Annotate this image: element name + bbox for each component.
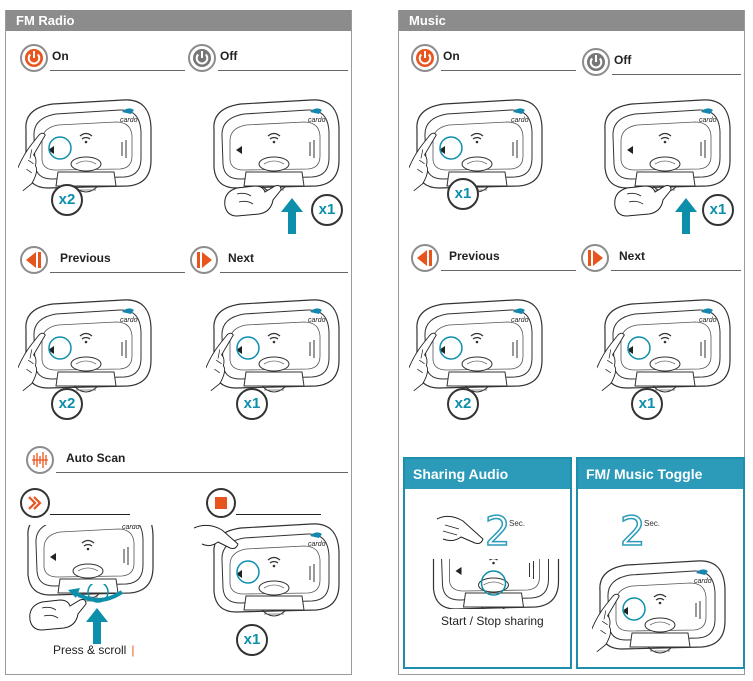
scan-stop-icon <box>206 488 236 518</box>
fm-music-toggle-title: FM/ Music Toggle <box>578 459 743 489</box>
fm-music-toggle-box: FM/ Music Toggle 2 Sec. <box>576 457 745 669</box>
cardo-device-illustration <box>206 299 340 393</box>
music-on-label: On <box>443 49 460 63</box>
next-icon <box>581 244 609 272</box>
cardo-device-illustration <box>18 299 152 393</box>
fm-next-control: Next <box>190 246 348 278</box>
music-previous-control: Previous <box>411 244 576 276</box>
press-count-badge: x1 <box>631 388 663 420</box>
press-count-badge: x1 <box>447 178 479 210</box>
power-icon <box>20 44 48 72</box>
hold-seconds-digit: 2 <box>484 508 511 556</box>
press-count-badge: x1 <box>702 194 734 226</box>
cardo-device-illustration <box>18 99 152 193</box>
music-next-label: Next <box>619 249 646 263</box>
music-next-control: Next <box>581 244 741 276</box>
fm-auto-scan-control: Auto Scan <box>26 446 348 478</box>
press-count-badge: x1 <box>236 388 268 420</box>
music-title: Music <box>399 10 744 31</box>
fm-on-label: On <box>52 49 69 63</box>
scroll-arrow-icon <box>68 584 124 603</box>
scan-icon <box>26 446 54 474</box>
fm-off-control: Off <box>188 44 348 76</box>
hand-icon <box>224 185 282 217</box>
up-arrow-icon <box>675 198 697 234</box>
up-arrow-icon <box>86 608 108 644</box>
hand-icon <box>436 515 484 544</box>
cardo-device-illustration <box>409 299 543 393</box>
sharing-caption: Start / Stop sharing <box>441 614 544 628</box>
press-count-badge: x2 <box>447 388 479 420</box>
press-scroll-caption: Press & scroll| <box>53 643 135 657</box>
cardo-device-illustration <box>432 559 560 609</box>
sharing-audio-title: Sharing Audio <box>405 459 570 489</box>
fm-off-label: Off <box>220 49 238 63</box>
hand-icon <box>29 599 87 631</box>
press-count-badge: x1 <box>311 194 343 226</box>
fm-radio-title: FM Radio <box>6 10 351 31</box>
power-off-icon <box>582 48 610 76</box>
fm-next-label: Next <box>228 251 255 265</box>
music-off-control: Off <box>582 48 741 80</box>
music-on-control: On <box>411 44 576 76</box>
seconds-label: Sec. <box>644 519 661 528</box>
music-off-label: Off <box>614 53 632 67</box>
hand-icon <box>193 524 239 549</box>
up-arrow-icon <box>281 198 303 234</box>
sharing-audio-box: Sharing Audio 2 Sec. Start / Stop sharin… <box>403 457 572 669</box>
fm-radio-panel: FM Radio On Off x2 x1 Previous Next x2 x… <box>5 10 352 675</box>
scan-start-icon <box>20 488 50 518</box>
cardo-device-illustration <box>592 560 726 654</box>
previous-icon <box>411 244 439 272</box>
fm-previous-label: Previous <box>60 251 111 265</box>
fm-on-control: On <box>20 44 185 76</box>
previous-icon <box>20 246 48 274</box>
hold-seconds-digit: 2 <box>619 508 646 556</box>
hand-icon <box>614 185 672 217</box>
power-icon <box>411 44 439 72</box>
press-count-badge: x1 <box>236 624 268 656</box>
power-off-icon <box>188 44 216 72</box>
next-icon <box>190 246 218 274</box>
seconds-label: Sec. <box>509 519 526 528</box>
press-count-badge: x2 <box>51 388 83 420</box>
music-previous-label: Previous <box>449 249 500 263</box>
cardo-device-illustration <box>213 523 340 617</box>
press-count-badge: x2 <box>51 184 83 216</box>
fm-previous-control: Previous <box>20 246 185 278</box>
fm-auto-scan-label: Auto Scan <box>66 451 126 465</box>
cardo-device-illustration <box>597 299 731 393</box>
music-panel: Music On Off x1 x1 Previous Next x2 x1 <box>398 10 745 675</box>
cardo-device-illustration <box>409 99 543 193</box>
